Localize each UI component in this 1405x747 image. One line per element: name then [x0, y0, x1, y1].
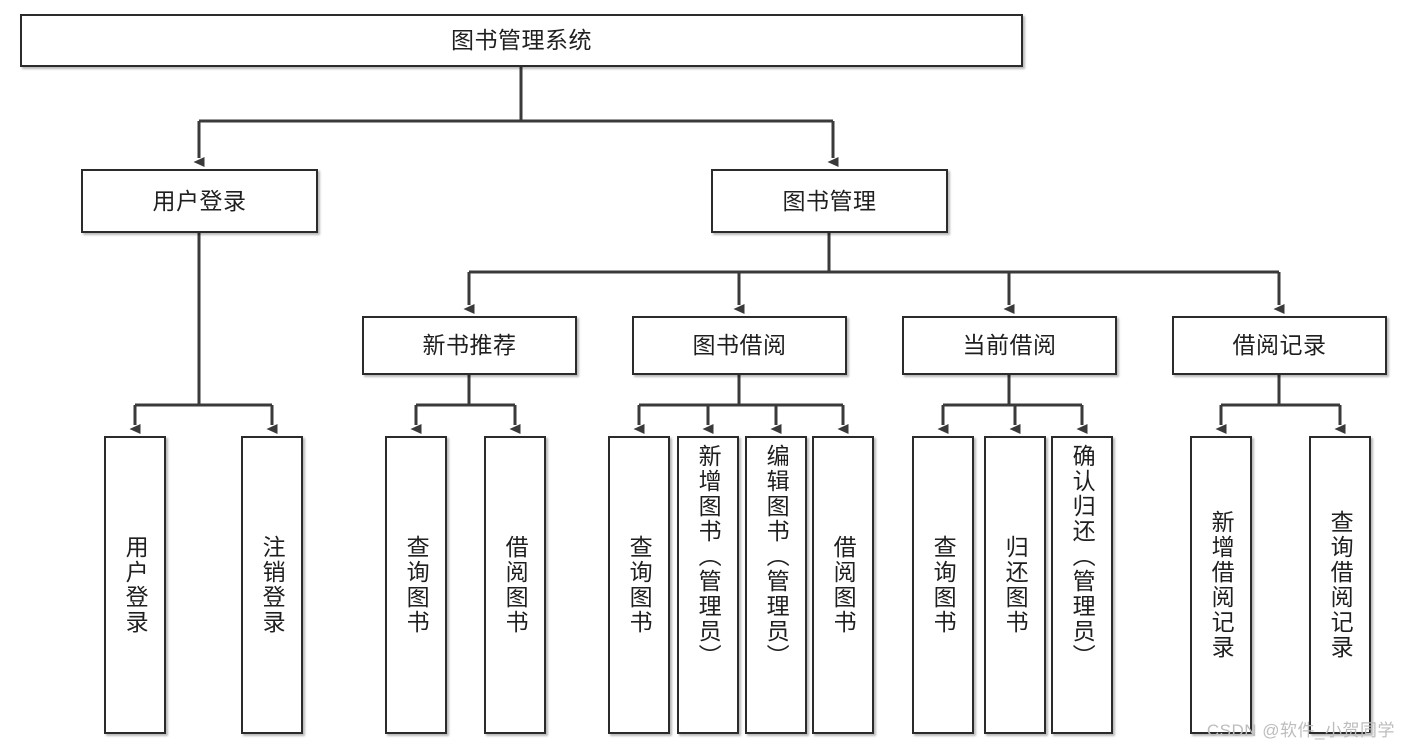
leaf-label: 归还图书	[1002, 535, 1029, 635]
leaf-label: 查询图书	[930, 535, 957, 635]
leaf-node[interactable]: 查询图书	[912, 436, 974, 734]
leaf-label: 编辑图书（管理员）	[763, 444, 790, 669]
leaf-node[interactable]: 借阅图书	[484, 436, 546, 734]
leaf-node[interactable]: 归还图书	[984, 436, 1046, 734]
leaf-node[interactable]: 查询图书	[608, 436, 670, 734]
node-book-borrow[interactable]: 图书借阅	[632, 316, 847, 375]
leaf-label: 查询借阅记录	[1327, 510, 1354, 660]
node-label: 用户登录	[152, 187, 247, 214]
node-label: 当前借阅	[962, 332, 1057, 359]
leaf-label: 查询图书	[626, 535, 653, 635]
leaf-label: 用户登录	[122, 535, 149, 635]
node-current-borrow[interactable]: 当前借阅	[902, 316, 1117, 375]
leaf-node[interactable]: 查询图书	[385, 436, 447, 734]
node-label: 借阅记录	[1232, 332, 1327, 359]
leaf-node[interactable]: 新增图书（管理员）	[677, 436, 739, 734]
leaf-label: 确认归还（管理员）	[1069, 444, 1096, 669]
leaf-node[interactable]: 确认归还（管理员）	[1051, 436, 1113, 734]
node-label: 新书推荐	[422, 332, 517, 359]
leaf-label: 借阅图书	[502, 535, 529, 635]
csdn-watermark: CSDN @软件_小贺同学	[1206, 721, 1395, 740]
leaf-node[interactable]: 用户登录	[104, 436, 166, 734]
leaf-label: 借阅图书	[830, 535, 857, 635]
leaf-node[interactable]: 借阅图书	[812, 436, 874, 734]
leaf-label: 注销登录	[259, 535, 286, 635]
node-root-system[interactable]: 图书管理系统	[20, 14, 1023, 67]
leaf-label: 新增图书（管理员）	[695, 444, 722, 669]
leaf-node[interactable]: 查询借阅记录	[1309, 436, 1371, 734]
leaf-node[interactable]: 新增借阅记录	[1190, 436, 1252, 734]
node-label: 图书管理	[782, 187, 877, 214]
leaf-node[interactable]: 注销登录	[241, 436, 303, 734]
node-borrow-record[interactable]: 借阅记录	[1172, 316, 1387, 375]
node-new-book-recommend[interactable]: 新书推荐	[362, 316, 577, 375]
leaf-label: 查询图书	[403, 535, 430, 635]
leaf-node[interactable]: 编辑图书（管理员）	[745, 436, 807, 734]
node-label: 图书管理系统	[451, 27, 592, 54]
node-book-management[interactable]: 图书管理	[711, 169, 948, 233]
node-label: 图书借阅	[692, 332, 787, 359]
leaf-label: 新增借阅记录	[1208, 510, 1235, 660]
node-user-login[interactable]: 用户登录	[81, 169, 318, 233]
